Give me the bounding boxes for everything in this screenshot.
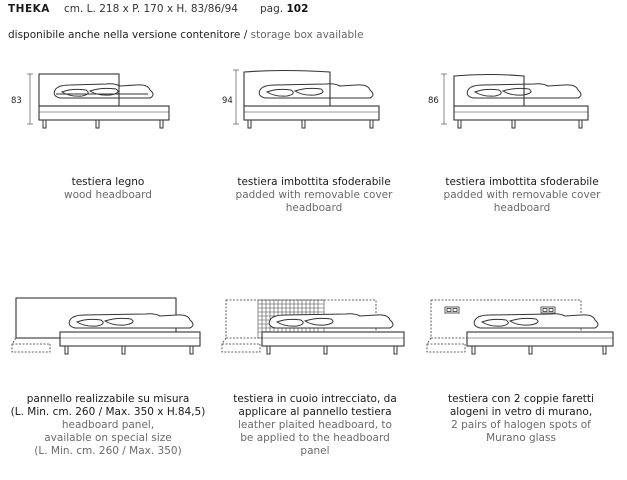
bed-drawing-padded-headboard-94: 94 bbox=[222, 64, 397, 139]
caption-it-line: alogeni in vetro di murano, bbox=[449, 406, 593, 418]
page-label: pag. bbox=[260, 3, 284, 15]
bed-drawing-padded-headboard-86: 86 bbox=[428, 64, 608, 139]
caption-padded-headboard-94: testiera imbottita sfoderabile padded wi… bbox=[209, 176, 419, 215]
availability-separator: / bbox=[240, 29, 251, 41]
caption-it-line: testiera imbottita sfoderabile bbox=[237, 176, 391, 188]
caption-it-line: testiera con 2 coppie faretti bbox=[448, 393, 594, 405]
page-number: 102 bbox=[286, 3, 309, 15]
caption-en-line: be applied to the headboard bbox=[240, 432, 390, 444]
caption-it-line: testiera in cuoio intrecciato, da bbox=[233, 393, 397, 405]
caption-en-line: 2 pairs of halogen spots of bbox=[451, 419, 591, 431]
bed-drawing-wood-headboard: 83 bbox=[10, 64, 185, 139]
height-label: 83 bbox=[11, 96, 22, 106]
caption-it-line: testiera legno bbox=[71, 176, 145, 188]
caption-en-line: (L. Min. cm. 260 / Max. 350) bbox=[34, 445, 182, 457]
caption-en-line: padded with removable cover bbox=[235, 189, 393, 201]
caption-en-line: headboard bbox=[493, 202, 551, 214]
caption-en-line: Murano glass bbox=[486, 432, 556, 444]
caption-halogen-spots: testiera con 2 coppie faretti alogeni in… bbox=[416, 393, 626, 445]
caption-it-line: applicare al pannello testiera bbox=[238, 406, 392, 418]
caption-en-line: headboard panel, bbox=[61, 419, 155, 431]
bed-drawing-headboard-panel bbox=[10, 294, 210, 366]
availability-en: storage box available bbox=[250, 29, 364, 41]
caption-leather-plaited: testiera in cuoio intrecciato, da applic… bbox=[210, 393, 420, 458]
caption-padded-headboard-86: testiera imbottita sfoderabile padded wi… bbox=[417, 176, 627, 215]
availability-it: disponibile anche nella versione conteni… bbox=[8, 29, 241, 41]
caption-en-line: wood headboard bbox=[64, 189, 152, 201]
caption-en-line: padded with removable cover bbox=[443, 189, 601, 201]
caption-en-line: headboard bbox=[285, 202, 343, 214]
caption-it-line: testiera imbottita sfoderabile bbox=[445, 176, 599, 188]
halogen-spot-icon bbox=[444, 306, 556, 314]
bed-drawing-halogen-spots bbox=[425, 294, 625, 366]
page-header: THEKA cm. L. 218 x P. 170 x H. 83/86/94 … bbox=[8, 3, 308, 15]
caption-en-line: available on special size bbox=[44, 432, 172, 444]
height-label: 86 bbox=[428, 96, 439, 106]
availability-note: disponibile anche nella versione conteni… bbox=[8, 29, 364, 41]
height-label: 94 bbox=[222, 96, 233, 106]
model-name: THEKA bbox=[8, 3, 50, 15]
bed-drawing-leather-plaited bbox=[220, 294, 420, 366]
dimensions-text: cm. L. 218 x P. 170 x H. 83/86/94 bbox=[64, 3, 238, 15]
caption-en-line: leather plaited headboard, to bbox=[238, 419, 392, 431]
caption-headboard-panel: pannello realizzabile su misura (L. Min.… bbox=[3, 393, 213, 458]
caption-wood-headboard: testiera legno wood headboard bbox=[3, 176, 213, 202]
caption-it-line: pannello realizzabile su misura bbox=[26, 393, 190, 405]
caption-en-line: panel bbox=[300, 445, 330, 457]
page-reference: pag. 102 bbox=[260, 3, 308, 15]
caption-it-line: (L. Min. cm. 260 / Max. 350 x H.84,5) bbox=[10, 406, 206, 418]
